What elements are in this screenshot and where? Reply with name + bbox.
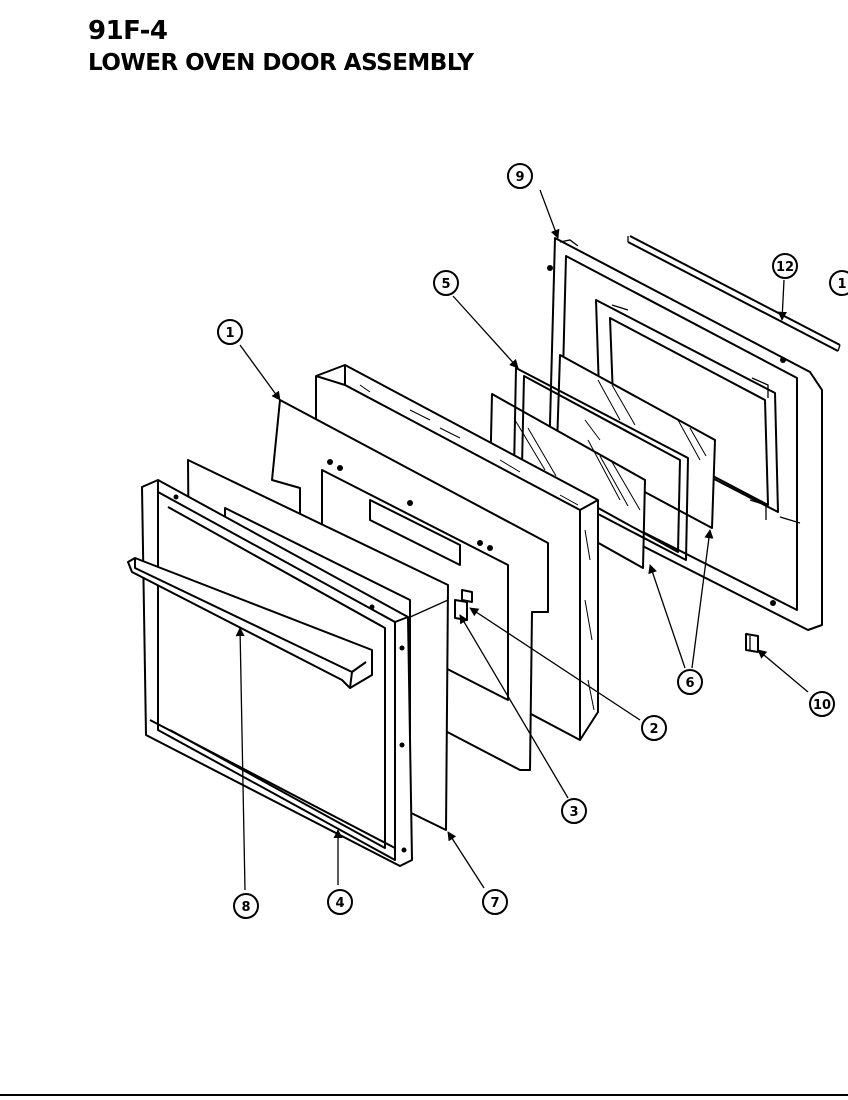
callout-10: 10 xyxy=(809,691,835,717)
svg-text:1: 1 xyxy=(225,326,234,341)
outer-door-frame xyxy=(141,479,413,867)
callout-8: 8 xyxy=(233,893,259,919)
door-clip xyxy=(745,633,759,653)
bottom-rule xyxy=(0,1094,848,1096)
door-top-strip xyxy=(627,235,841,352)
leader-lines xyxy=(235,189,809,891)
svg-text:6: 6 xyxy=(685,676,694,691)
callout-5: 5 xyxy=(433,270,459,296)
callout-6: 6 xyxy=(677,669,703,695)
callout-4: 4 xyxy=(327,889,353,915)
svg-text:7: 7 xyxy=(490,896,499,911)
callout-2: 2 xyxy=(641,715,667,741)
glass-gasket-frame xyxy=(513,367,689,561)
diagram-code: 91F-4 xyxy=(88,16,168,46)
svg-text:4: 4 xyxy=(335,896,344,911)
svg-text:10: 10 xyxy=(813,698,831,713)
callout-9: 9 xyxy=(507,163,533,189)
svg-text:2: 2 xyxy=(649,722,658,737)
svg-text:8: 8 xyxy=(241,900,250,915)
callout-12: 12 xyxy=(772,253,798,279)
callout-1: 1 xyxy=(217,319,243,345)
door-handle xyxy=(127,557,373,689)
door-glass-panels xyxy=(489,354,716,569)
callout-7: 7 xyxy=(482,889,508,915)
svg-text:9: 9 xyxy=(515,170,524,185)
svg-text:12: 12 xyxy=(776,260,794,275)
callout-3: 3 xyxy=(561,798,587,824)
svg-text:1: 1 xyxy=(837,277,846,292)
svg-text:3: 3 xyxy=(569,805,578,820)
diagram-title: LOWER OVEN DOOR ASSEMBLY xyxy=(88,50,474,76)
callout-1-partial: 1 xyxy=(829,270,848,296)
svg-text:5: 5 xyxy=(441,277,450,292)
